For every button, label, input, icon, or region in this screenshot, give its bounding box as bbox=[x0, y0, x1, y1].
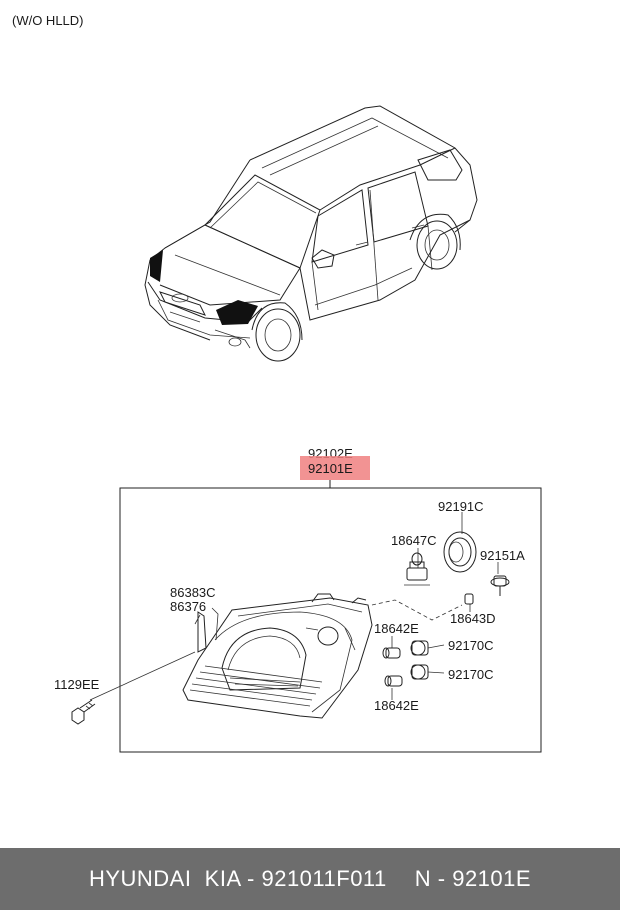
bulb-18643D bbox=[464, 593, 474, 605]
part-label-18642E-bottom: 18642E bbox=[374, 698, 419, 713]
bulb-18647C bbox=[404, 552, 430, 586]
socket-92170C-top bbox=[410, 640, 429, 656]
part-label-18647C: 18647C bbox=[391, 533, 437, 548]
cap-92191C bbox=[443, 531, 477, 573]
part-label-92151A: 92151A bbox=[480, 548, 525, 563]
part-label-18643D: 18643D bbox=[450, 611, 496, 626]
part-label-92170C-bottom: 92170C bbox=[448, 667, 494, 682]
parts-diagram: (W/O HLLD) bbox=[12, 13, 542, 753]
part-label-18642E-top: 18642E bbox=[374, 621, 419, 636]
footer-brand-partnumber: HYUNDAI KIA - 921011F011 bbox=[88, 866, 387, 891]
bolt-1129EE bbox=[71, 699, 96, 725]
part-label-92101E: 92101E bbox=[308, 461, 353, 476]
part-label-1129EE: 1129EE bbox=[54, 677, 100, 692]
part-number-footer: HYUNDAI KIA - 921011F011 N - 92101E bbox=[0, 848, 620, 910]
part-label-86376: 86376 bbox=[170, 599, 206, 614]
highlight-box bbox=[300, 456, 370, 480]
socket-92170C-bottom bbox=[410, 664, 429, 680]
bulb-18642E-top bbox=[382, 647, 401, 659]
headlamp-housing bbox=[182, 593, 373, 719]
part-label-92170C-top: 92170C bbox=[448, 638, 494, 653]
vehicle-illustration bbox=[144, 105, 478, 362]
part-label-92191C: 92191C bbox=[438, 499, 484, 514]
socket-92151A bbox=[490, 575, 510, 596]
bulb-18642E-bottom bbox=[384, 675, 403, 687]
footer-catalog-number: N - 92101E bbox=[414, 866, 532, 891]
part-label-86383C: 86383C bbox=[170, 585, 216, 600]
leader-lines bbox=[89, 512, 499, 701]
variant-note: (W/O HLLD) bbox=[12, 13, 84, 28]
assembly-frame bbox=[119, 487, 542, 753]
